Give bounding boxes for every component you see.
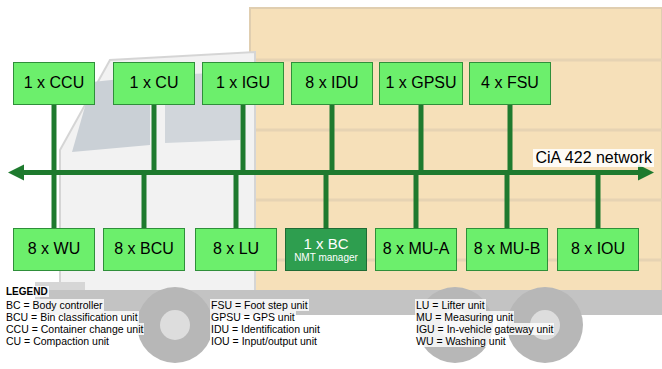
legend-entry: WU = Washing unit — [416, 335, 506, 347]
unit-label: 8 x MU-A — [383, 240, 450, 258]
legend-entry: GPSU = GPS unit — [211, 311, 295, 323]
legend-row: LU = Lifter unit — [415, 299, 486, 311]
legend-row: CU = Compaction unit — [5, 335, 110, 347]
legend-row: GPSU = GPS unit — [210, 311, 296, 323]
unit-box: 8 x MU-A — [375, 228, 457, 271]
unit-label: 4 x FSU — [481, 74, 539, 92]
unit-label: 8 x IOU — [571, 240, 625, 258]
legend-row: FSU = Foot step unit — [210, 299, 309, 311]
legend-row: WU = Washing unit — [415, 335, 507, 347]
unit-box: 4 x FSU — [469, 62, 551, 105]
role-label: NMT manager — [294, 252, 358, 264]
legend-entry: IDU = Identification unit — [211, 323, 320, 335]
unit-label: 1 x GPSU — [385, 74, 456, 92]
bus-connector — [142, 175, 147, 228]
bus-connector — [419, 105, 424, 170]
bus-connector — [152, 105, 157, 170]
unit-label: 1 x IGU — [216, 74, 270, 92]
unit-box: 8 x LU — [195, 228, 277, 271]
bus-connector — [596, 175, 601, 228]
bus-connector — [52, 175, 57, 228]
unit-box: 8 x IOU — [557, 228, 639, 271]
legend-row: BC = Body controller — [5, 299, 104, 311]
unit-box: 8 x MU-B — [466, 228, 548, 271]
unit-label: 1 x CCU — [24, 74, 84, 92]
legend-entry: IGU = In-vehicle gateway unit — [416, 323, 553, 335]
bus-line — [8, 170, 654, 175]
unit-label: 8 x WU — [28, 240, 80, 258]
legend-row: IDU = Identification unit — [210, 323, 321, 335]
network-label: CiA 422 network — [533, 149, 654, 167]
unit-box: 1 x CU — [113, 62, 195, 105]
bus-connector — [241, 105, 246, 170]
unit-box: 8 x IDU — [291, 62, 373, 105]
legend-heading: LEGEND — [5, 286, 49, 297]
legend-entry: CCU = Container change unit — [6, 323, 143, 335]
legend-row: BCU = Bin classification unit — [5, 311, 139, 323]
bus-connector — [508, 105, 513, 170]
manager-box: 1 x BCNMT manager — [285, 228, 367, 271]
legend-entry: IOU = Input/output unit — [211, 335, 317, 347]
unit-label: 8 x BCU — [114, 240, 174, 258]
bus-connector — [52, 105, 57, 170]
unit-label: 8 x IDU — [305, 74, 358, 92]
unit-label: 8 x MU-B — [474, 240, 541, 258]
legend-row: IGU = In-vehicle gateway unit — [415, 323, 554, 335]
unit-box: 1 x IGU — [202, 62, 284, 105]
unit-label: 1 x BC — [303, 235, 348, 252]
legend-entry: CU = Compaction unit — [6, 335, 109, 347]
bus-connector — [234, 175, 239, 228]
legend-entry: BCU = Bin classification unit — [6, 311, 138, 323]
bus-connector — [414, 175, 419, 228]
unit-label: 1 x CU — [130, 74, 179, 92]
legend-row: IOU = Input/output unit — [210, 335, 318, 347]
unit-box: 1 x CCU — [13, 62, 95, 105]
unit-box: 8 x WU — [13, 228, 95, 271]
unit-label: 8 x LU — [213, 240, 259, 258]
legend-entry: LU = Lifter unit — [416, 299, 485, 311]
legend-entry: BC = Body controller — [6, 299, 103, 311]
bus-connector — [330, 105, 335, 170]
legend-row: MU = Measuring unit — [415, 311, 514, 323]
legend-entry: MU = Measuring unit — [416, 311, 513, 323]
network-bus: CiA 422 network — [8, 170, 654, 175]
legend-entry: FSU = Foot step unit — [211, 299, 308, 311]
bus-connector — [324, 175, 329, 228]
unit-box: 1 x GPSU — [379, 62, 463, 105]
bus-connector — [505, 175, 510, 228]
unit-box: 8 x BCU — [103, 228, 185, 271]
legend-row: CCU = Container change unit — [5, 323, 144, 335]
